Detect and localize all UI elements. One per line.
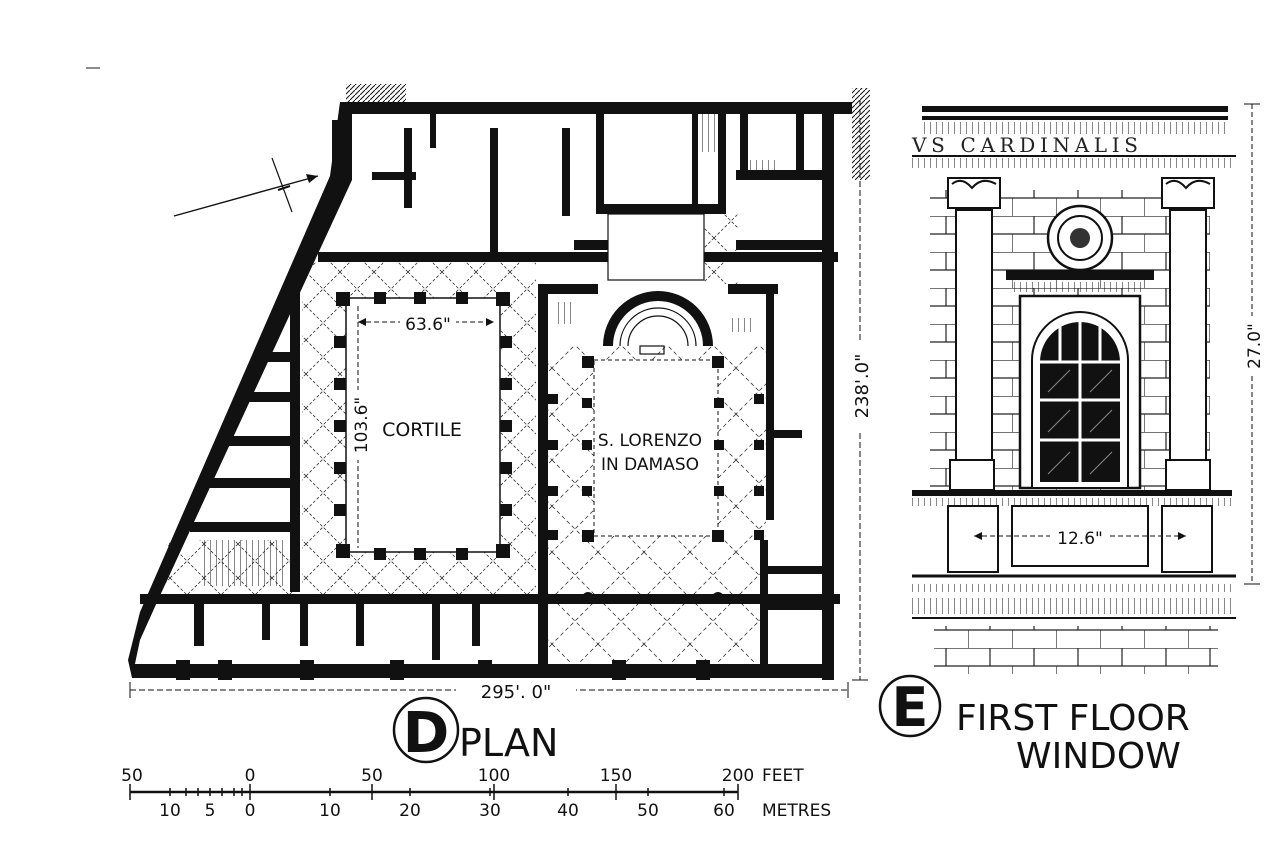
interior-walls	[140, 108, 840, 670]
pilasters	[947, 177, 1215, 491]
metre-tick-label: 40	[557, 801, 579, 821]
north-arrow-icon	[173, 157, 319, 217]
metre-unit-label: METRES	[762, 801, 831, 821]
window-height-dimension: 27.0"	[1242, 103, 1265, 585]
window-frame	[1018, 294, 1142, 490]
window-caption-line1: FIRST FLOOR	[956, 698, 1190, 739]
feet-tick-label: 0	[245, 766, 256, 786]
window-caption-line2: WINDOW	[1016, 736, 1181, 777]
metre-tick-label: 50	[637, 801, 659, 821]
window-height-text: 27.0"	[1245, 323, 1265, 369]
frieze-inscription: VS CARDINALIS	[911, 133, 1138, 157]
window-elevation: VS CARDINALIS	[878, 103, 1265, 777]
feet-tick-label: 50	[121, 766, 143, 786]
feet-tick-label: 200	[722, 766, 754, 786]
plan-letter: D	[403, 701, 449, 766]
courtyard-depth-dimension: 103.6"	[350, 306, 372, 548]
overall-width-dimension: 295'. 0"	[129, 678, 849, 703]
church-piers	[548, 356, 764, 604]
roundel-ornament	[1046, 204, 1114, 272]
church-label-line2: IN DAMASO	[601, 455, 699, 475]
metre-tick-label: 5	[205, 801, 216, 821]
window-caption: E FIRST FLOOR WINDOW	[878, 674, 1190, 777]
floor-plan: CORTILE S. LORENZO IN DAMASO 63.6" 103.6…	[86, 67, 873, 766]
window-letter: E	[892, 676, 929, 739]
courtyard-width-dimension: 63.6"	[358, 310, 494, 335]
scale-bar: 50 0 50 100 150 200 10 5 0 10 20 30 40 5…	[121, 766, 831, 821]
courtyard-width-text: 63.6"	[405, 315, 451, 335]
feet-unit-label: FEET	[762, 766, 804, 786]
metre-tick-label: 10	[319, 801, 341, 821]
metre-tick-label: 20	[399, 801, 421, 821]
feet-tick-label: 50	[361, 766, 383, 786]
plan-caption: D PLAN	[392, 696, 558, 766]
plan-caption-text: PLAN	[459, 721, 558, 765]
metre-tick-label: 60	[713, 801, 735, 821]
metre-tick-label: 0	[245, 801, 256, 821]
church-label-line1: S. LORENZO	[598, 431, 702, 451]
overall-depth-text: 238'.0"	[852, 354, 873, 419]
courtyard-depth-text: 103.6"	[352, 397, 372, 454]
window-width-text: 12.6"	[1057, 529, 1103, 549]
overall-width-text: 295'. 0"	[481, 682, 551, 703]
window-width-dimension: 12.6"	[974, 524, 1186, 549]
overall-depth-dimension: 238'.0"	[850, 100, 873, 681]
courtyard-label: CORTILE	[382, 419, 462, 441]
feet-tick-label: 100	[478, 766, 510, 786]
apse	[603, 291, 713, 355]
feet-tick-label: 150	[600, 766, 632, 786]
metre-tick-label: 10	[159, 801, 181, 821]
metre-tick-label: 30	[479, 801, 501, 821]
courtyard-piers	[334, 292, 512, 560]
